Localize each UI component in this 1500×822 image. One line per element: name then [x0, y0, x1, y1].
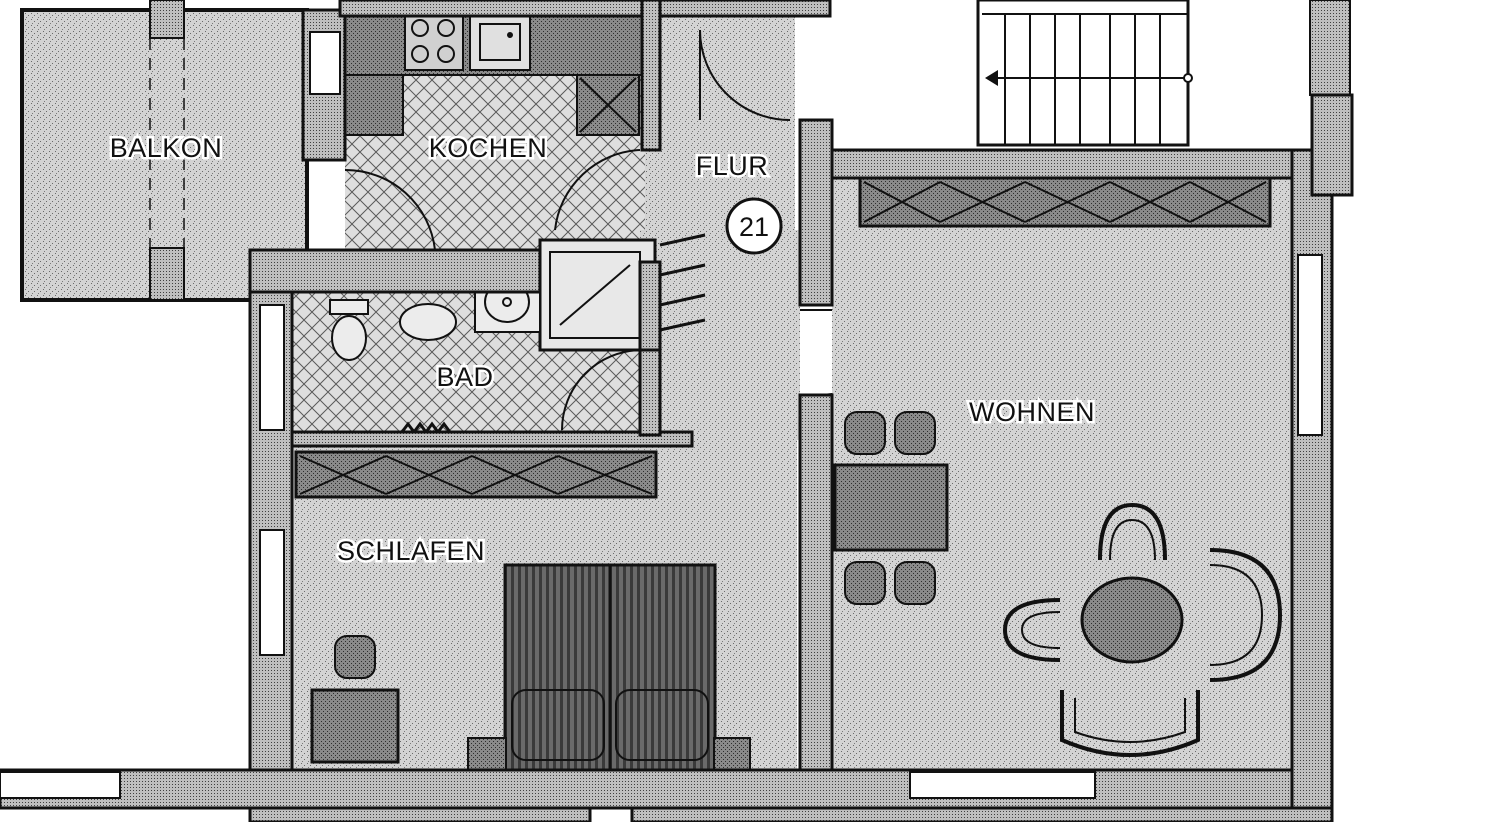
stove	[404, 11, 464, 71]
room-label-flur: FLUR	[696, 151, 769, 181]
dining-set	[833, 411, 949, 605]
toilet	[329, 299, 369, 361]
lounge-set	[1002, 502, 1283, 757]
kitchen-sink	[469, 13, 531, 71]
bedroom-area	[292, 440, 797, 772]
unit-number: 21	[739, 212, 769, 242]
double-bed	[467, 563, 751, 772]
kitchen-area	[344, 9, 646, 251]
wardrobe	[294, 450, 658, 499]
windows	[0, 31, 1323, 799]
desk-chair	[334, 635, 376, 679]
room-label-balkon: BALKON	[110, 133, 223, 163]
unit-number-badge: 21	[725, 197, 783, 255]
shelf-unit	[858, 176, 1272, 228]
desk	[310, 688, 400, 764]
room-label-kochen: KOCHEN	[429, 133, 548, 163]
room-label-wohnen: WOHNEN	[969, 397, 1095, 427]
room-label-schlafen: SCHLAFEN	[337, 536, 485, 566]
living-area	[832, 175, 1292, 772]
room-label-bad: BAD	[436, 362, 493, 392]
stairwell	[976, 0, 1351, 147]
shower	[538, 238, 657, 352]
